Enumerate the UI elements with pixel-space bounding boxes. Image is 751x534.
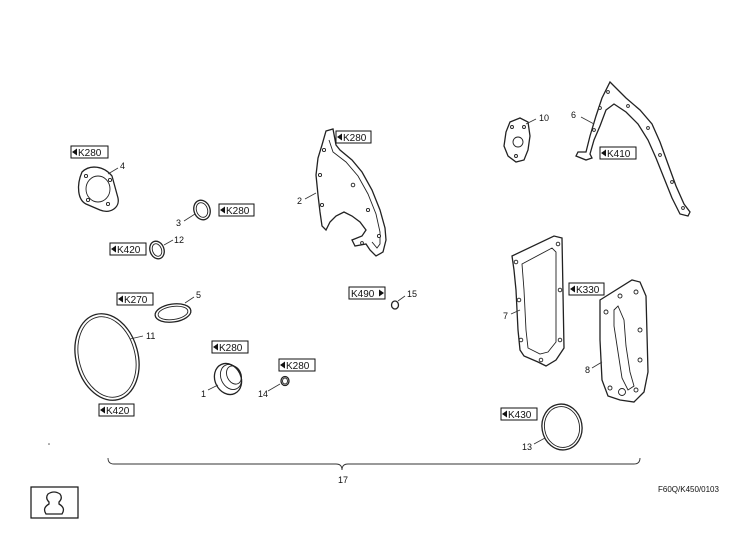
ref-label: K280 — [343, 133, 367, 144]
part-13-ring — [541, 403, 583, 451]
part-number-7: 7 — [503, 311, 508, 321]
part-number-3: 3 — [176, 218, 181, 228]
part-number-13: 13 — [522, 442, 532, 452]
part-number-6: 6 — [571, 110, 576, 120]
part-4-flange-gasket — [77, 166, 119, 212]
reference-k270: K270 — [116, 292, 154, 306]
part-number-12: 12 — [174, 235, 184, 245]
part-14-o-ring — [280, 375, 290, 387]
gasket-kit-icon — [30, 486, 79, 519]
ref-label: K270 — [124, 295, 148, 306]
ref-label: K280 — [78, 148, 102, 159]
part-3-o-ring — [193, 199, 211, 221]
part-5-oval-gasket — [154, 303, 192, 323]
part-number-1: 1 — [201, 389, 206, 399]
part-number-5: 5 — [196, 290, 201, 300]
reference-k490: K490 — [348, 286, 386, 300]
reference-k280-d: K280 — [278, 358, 316, 372]
reference-k280-a: K280 — [70, 145, 109, 159]
part-number-4: 4 — [120, 161, 125, 171]
ref-label: K280 — [219, 343, 243, 354]
part-11-large-ring — [74, 313, 140, 401]
reference-k280-c: K280 — [211, 340, 249, 354]
part-1-lip-seal — [213, 362, 243, 396]
ref-label: K420 — [106, 406, 130, 417]
reference-k410: K410 — [599, 146, 637, 160]
part-number-11: 11 — [146, 331, 155, 341]
ref-label: K420 — [117, 245, 141, 256]
part-number-15: 15 — [407, 289, 417, 299]
part-number-14: 14 — [258, 389, 268, 399]
part-7-cooler-gasket — [511, 235, 565, 367]
part-8-cover-plate — [599, 279, 649, 403]
ref-label: K280 — [286, 361, 310, 372]
ref-label: K430 — [508, 410, 532, 421]
ref-label: K280 — [226, 206, 250, 217]
reference-k280-e: K280 — [335, 130, 372, 144]
part-number-8: 8 — [585, 365, 590, 375]
part-number-10: 10 — [539, 113, 549, 123]
part-12-seal — [149, 240, 165, 260]
part-2-cover-gasket — [315, 128, 387, 257]
part-number-17: 17 — [338, 475, 348, 485]
drawing-code: F60Q/K450/0103 — [658, 485, 719, 494]
reference-k280-b: K280 — [218, 203, 255, 217]
reference-k420-b: K420 — [98, 403, 135, 417]
ref-label: K330 — [576, 285, 600, 296]
ref-label: K410 — [607, 149, 631, 160]
reference-k430: K430 — [500, 407, 538, 421]
part-15-o-ring — [390, 300, 400, 310]
part-10-plate-gasket — [503, 117, 531, 163]
part-number-2: 2 — [297, 196, 302, 206]
ref-label: K490 — [351, 289, 375, 300]
part-17-kit-bracket — [107, 457, 641, 471]
reference-k330: K330 — [568, 282, 605, 296]
part-6-long-gasket — [575, 80, 691, 217]
reference-k420-a: K420 — [109, 242, 147, 256]
